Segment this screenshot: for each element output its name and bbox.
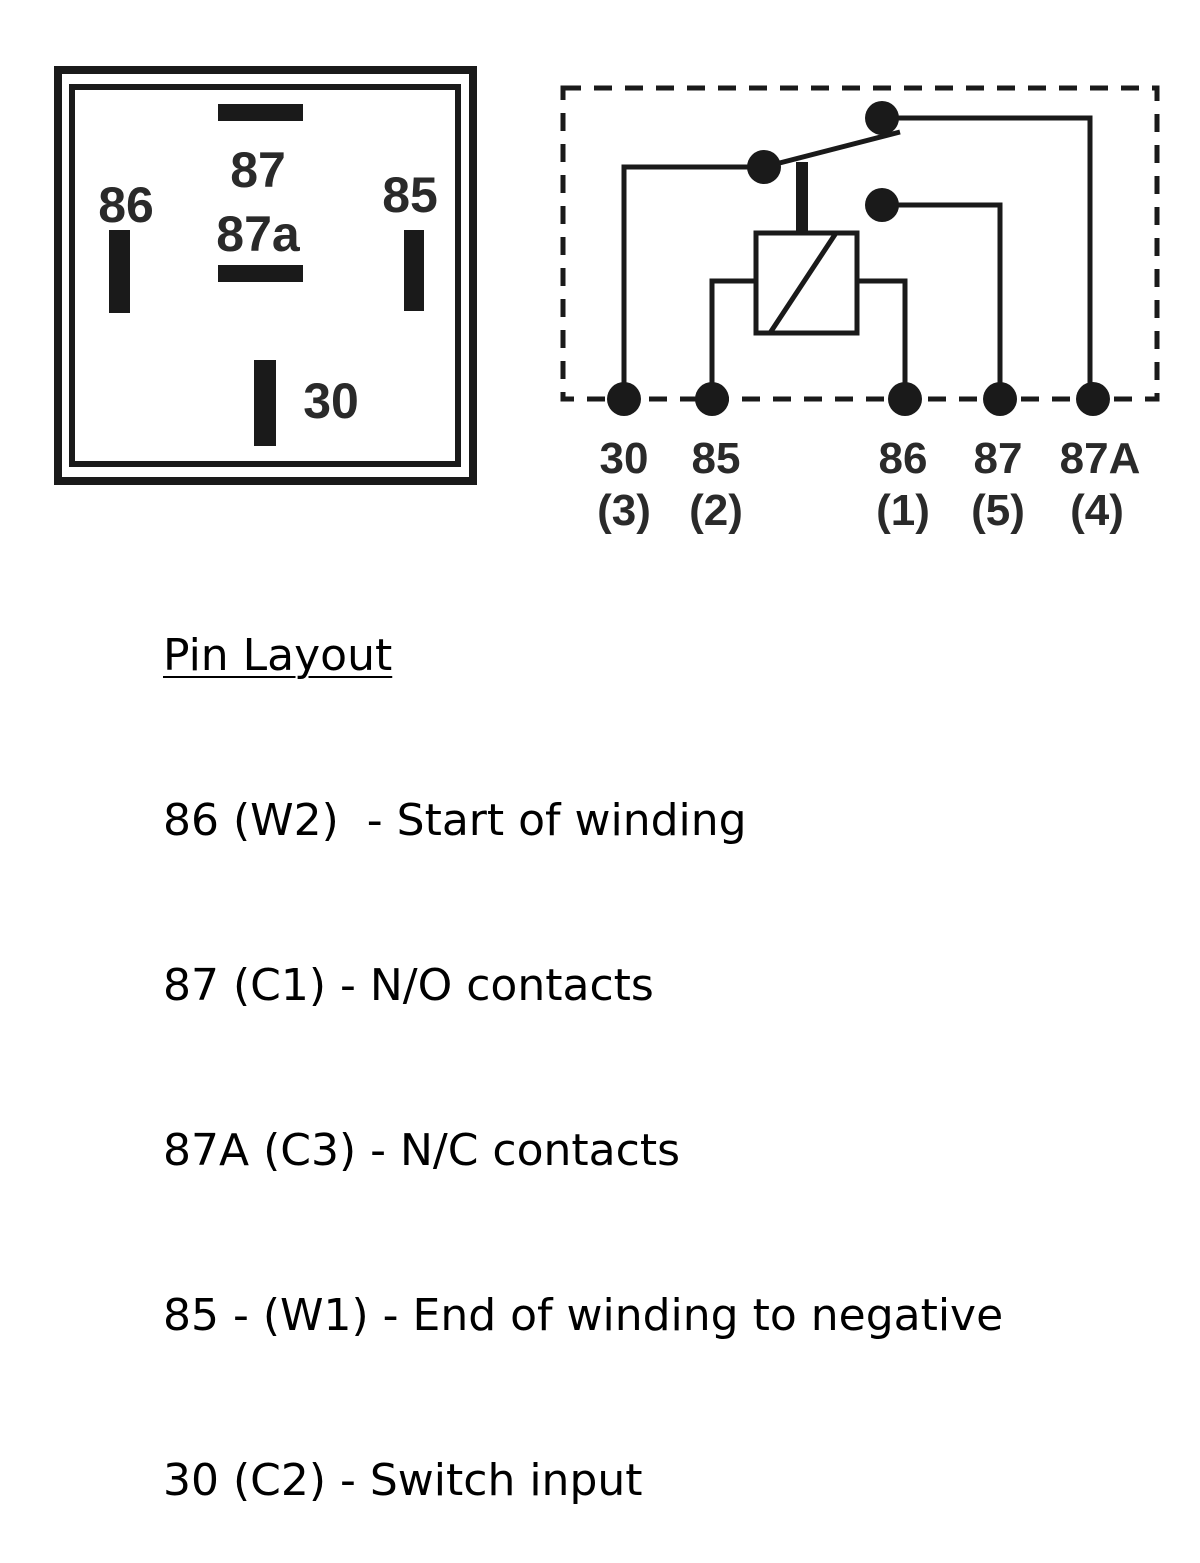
- legend-title: Pin Layout: [163, 630, 393, 681]
- footprint-label-87a: 87a: [216, 206, 301, 262]
- schematic-number-86: (1): [876, 486, 930, 535]
- schematic-label-85: 85: [692, 434, 741, 483]
- schematic-label-30: 30: [600, 434, 649, 483]
- relay-coil: [753, 230, 860, 336]
- relay-wiring: [621, 115, 1093, 399]
- pin-87-terminal: [218, 104, 303, 121]
- terminal-30-node: [607, 382, 641, 416]
- terminal-87a-node: [1076, 382, 1110, 416]
- relay-diagram: 86 87 87a 85 30 30 (3) 85 (2) 86: [54, 66, 1160, 535]
- relay-housing-dashed-outline: [560, 85, 1160, 402]
- pin-85-terminal: [404, 230, 424, 311]
- legend-line-30: 30 (C2) - Switch input: [163, 1455, 643, 1506]
- pin-87a-terminal: [218, 265, 303, 282]
- footprint-label-30: 30: [303, 373, 359, 429]
- legend-line-85: 85 - (W1) - End of winding to negative: [163, 1290, 1004, 1341]
- footprint-label-86: 86: [98, 177, 154, 233]
- schematic-number-85: (2): [689, 486, 743, 535]
- terminal-86-node: [888, 382, 922, 416]
- schematic-label-86: 86: [879, 434, 928, 483]
- contact-nc-node: [865, 101, 899, 135]
- footprint-outer-border: [54, 66, 477, 485]
- wire-87a-nc: [882, 115, 1093, 399]
- pin-86-terminal: [109, 230, 130, 313]
- pin-layout-legend: Pin Layout 86 (W2) - Start of winding 87…: [163, 518, 1003, 1563]
- switch-arm: [763, 129, 901, 170]
- armature-link: [796, 162, 808, 234]
- footprint-label-87: 87: [230, 142, 286, 198]
- terminal-87-node: [983, 382, 1017, 416]
- contact-common-node: [747, 150, 781, 184]
- legend-line-86: 86 (W2) - Start of winding: [163, 795, 747, 846]
- footprint-label-85: 85: [382, 167, 438, 223]
- footprint-inner-border: [69, 84, 461, 467]
- wire-30-common: [621, 164, 764, 399]
- relay-schematic: 30 (3) 85 (2) 86 (1) 87 (5) 87A (4): [560, 85, 1160, 535]
- schematic-label-87: 87: [974, 434, 1023, 483]
- contact-no-node: [865, 188, 899, 222]
- schematic-label-87a: 87A: [1060, 434, 1141, 483]
- pin-30-terminal: [254, 360, 276, 446]
- schematic-number-87a: (4): [1070, 486, 1124, 535]
- legend-line-87a: 87A (C3) - N/C contacts: [163, 1125, 680, 1176]
- schematic-number-30: (3): [597, 486, 651, 535]
- wire-86-coil: [857, 278, 908, 399]
- relay-footprint: 86 87 87a 85 30: [54, 66, 477, 485]
- wire-87-no: [882, 202, 1003, 399]
- relay-coil-diagonal: [767, 231, 839, 335]
- schematic-number-87: (5): [971, 486, 1025, 535]
- wire-85-coil: [709, 278, 757, 399]
- terminal-85-node: [695, 382, 729, 416]
- legend-line-87: 87 (C1) - N/O contacts: [163, 960, 654, 1011]
